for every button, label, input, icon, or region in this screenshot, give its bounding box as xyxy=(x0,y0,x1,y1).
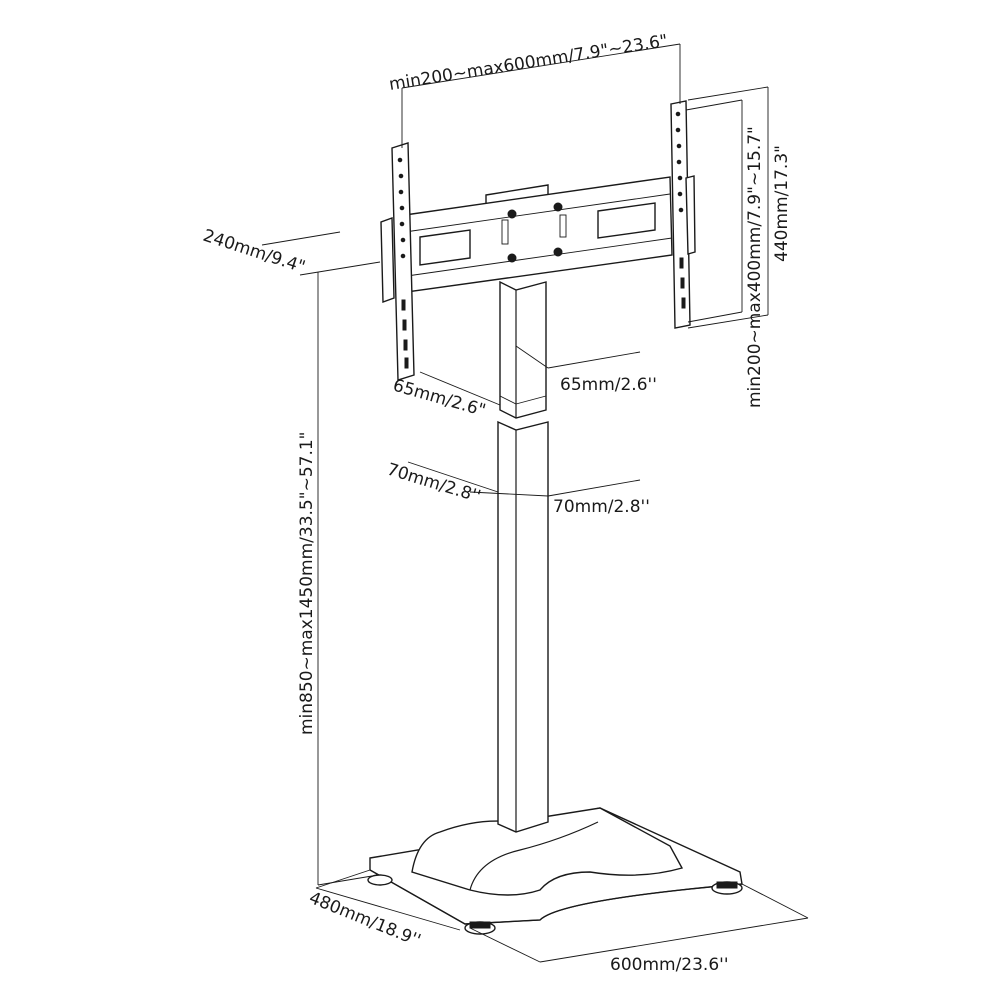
lower-pole-width-label: 70mm/2.8'' xyxy=(553,497,650,517)
base-depth-label: 480mm/18.9'' xyxy=(306,888,423,951)
bracket-height-label: 440mm/17.3" xyxy=(772,145,792,262)
total-height-label: min850~max1450mm/33.5"~57.1" xyxy=(297,432,317,736)
arm-holes xyxy=(397,157,409,369)
lower-pole-depth-label: 70mm/2.8'' xyxy=(385,460,483,507)
bracket-slots xyxy=(419,202,656,266)
arm-holes xyxy=(675,111,686,309)
base-cover xyxy=(411,807,684,896)
upper-pole-depth-label: 65mm/2.6" xyxy=(391,376,488,422)
leveling-foot xyxy=(367,874,743,935)
vesa-width-label: min200~max600mm/7.9"~23.6" xyxy=(388,31,670,95)
vesa-height-label: min200~max400mm/7.9"~15.7" xyxy=(745,126,765,408)
dimension-lines xyxy=(261,43,809,963)
right-vertical-arm xyxy=(670,100,696,329)
lower-pole xyxy=(497,420,549,833)
upper-pole xyxy=(499,280,547,419)
upper-pole-width-label: 65mm/2.6'' xyxy=(560,375,657,395)
bracket-depth-label: 240mm/9.4" xyxy=(200,226,307,278)
left-vertical-arm xyxy=(380,142,415,381)
mounting-bracket xyxy=(380,100,696,381)
base-width-label: 600mm/23.6'' xyxy=(610,955,729,975)
